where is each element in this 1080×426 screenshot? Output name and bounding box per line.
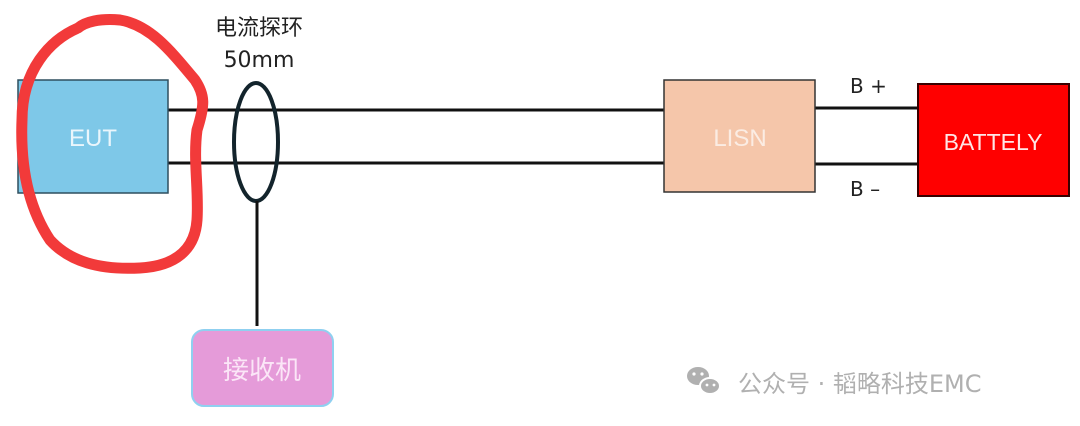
lisn-label: LISN [713,125,766,152]
battery-block: BATTELY [917,83,1070,197]
battery-label: BATTELY [944,129,1043,155]
eut-label: EUT [69,125,117,152]
watermark: 公众号 · 韬略科技EMC [687,367,982,398]
probe-title: 电流探环 [215,16,303,41]
lisn-block: LISN [663,79,816,193]
watermark-text: 公众号 · 韬略科技EMC [738,370,982,398]
highlight-circle [16,14,209,274]
label-b-minus: B – [850,177,880,201]
current-probe: 电流探环 50mm [215,16,303,326]
probe-size: 50mm [224,48,295,73]
label-b-plus: B + [850,74,887,98]
receiver-label: 接收机 [223,356,301,386]
wechat-icon [687,367,721,395]
probe-loop-icon [232,81,280,203]
eut-block: EUT [17,79,169,194]
receiver-block: 接收机 [191,329,334,407]
